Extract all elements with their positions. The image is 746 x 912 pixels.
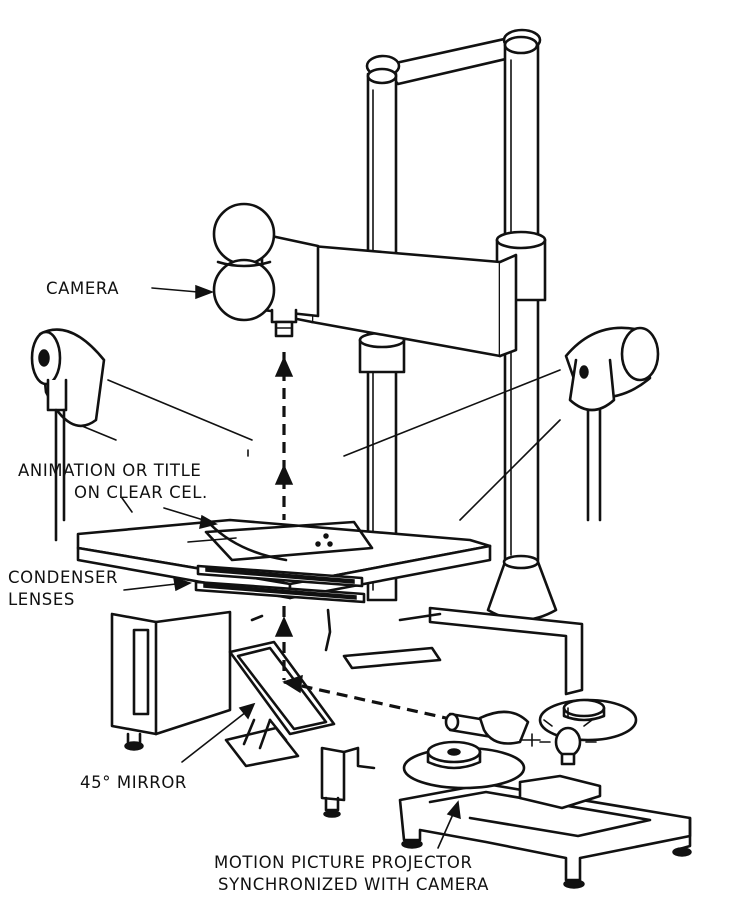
- mirror-label: 45° MIRROR: [80, 773, 187, 792]
- animation-label-line1: ANIMATION OR TITLE: [18, 461, 201, 480]
- condenser-label-line2: LENSES: [8, 590, 75, 609]
- animation-table: [76, 518, 584, 751]
- pointer-arrows: [121, 284, 461, 849]
- projector: [398, 698, 692, 889]
- animation-label-line2: ON CLEAR CEL.: [74, 483, 208, 502]
- optical-path: [274, 352, 447, 720]
- left-lamp: [30, 328, 106, 542]
- camera-label: CAMERA: [46, 279, 119, 298]
- small-stand: [320, 746, 376, 818]
- mirror-assembly: [224, 640, 336, 768]
- projector-label-line2: SYNCHRONIZED WITH CAMERA: [218, 875, 489, 894]
- condenser-label-line1: CONDENSER: [8, 568, 118, 587]
- right-lamp: [564, 326, 660, 522]
- light-beams: [81, 369, 561, 521]
- projector-label-line1: MOTION PICTURE PROJECTOR: [214, 853, 473, 872]
- stand-frame: [358, 28, 558, 622]
- camera-assembly: [212, 202, 518, 358]
- annotation-labels: CAMERA ANIMATION OR TITLE ON CLEAR CEL. …: [8, 279, 489, 894]
